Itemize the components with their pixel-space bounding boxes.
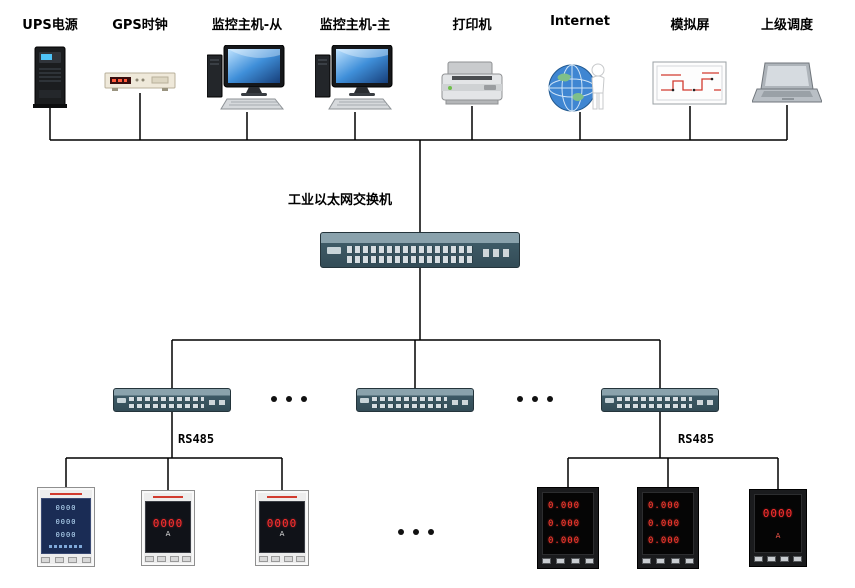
power-meter-led: 0000 A [749,489,807,567]
power-meter-led: 0000 A [141,490,195,566]
device-label-internet: Internet [550,14,610,29]
meter-display-row: 0.000 [648,500,681,511]
meter-brand-strip [41,491,91,497]
meter-buttons [542,558,594,564]
workstation-master-icon [315,45,395,113]
meter-unit: A [165,529,171,538]
meter-unit: A [775,532,781,540]
switch-uplink-ports [697,399,715,405]
meter-display-row: 0000 [55,517,77,526]
device-label-host-slave: 监控主机-从 [211,18,283,33]
meter-display-row: 0.000 [548,518,581,529]
main-switch-label: 工业以太网交换机 [288,193,393,208]
device-label-host-master: 监控主机-主 [319,18,391,33]
meter-screen: 0000 A [145,501,191,553]
meter-screen: 0000 A [259,501,305,553]
meter-value: 0000 [152,516,184,530]
gps-clock-icon [104,70,176,94]
meter-display-row: 0.000 [648,536,681,547]
ethernet-switch-main-icon [320,232,520,268]
meter-buttons [642,558,694,564]
ethernet-switch-middle-icon [356,388,474,412]
device-label-mimic-panel: 模拟屏 [670,18,710,33]
ethernet-switch-right-icon [601,388,719,412]
workstation-slave-icon [207,45,287,113]
device-label-dispatch: 上级调度 [760,18,814,33]
device-label-printer: 打印机 [452,18,492,33]
meter-display-row: 0.000 [548,500,581,511]
meter-screen: 0000 A [754,494,802,553]
power-meter-lcd: 0000 0000 0000 [37,487,95,567]
meter-display-row: 0.000 [648,518,681,529]
ups-icon [30,46,70,110]
meter-screen: 0000 0000 0000 [41,498,91,554]
internet-globe-icon [548,58,612,114]
switch-ports-row [372,397,448,402]
power-meter-3row: 0.000 0.000 0.000 [537,487,599,569]
meter-display-row: 0.000 [548,536,581,547]
power-meter-led: 0000 A [255,490,309,566]
switch-uplink-ports [209,399,227,405]
ellipsis-dots [517,396,553,402]
switch-logo [360,397,369,403]
meter-buttons [41,557,91,563]
switch-logo [605,397,614,403]
meter-buttons [145,556,191,562]
meter-brand-strip [145,494,191,500]
ethernet-switch-left-icon [113,388,231,412]
switch-ports-row [617,397,693,402]
device-label-gps-clock: GPS时钟 [112,18,168,33]
meter-unit: A [279,529,285,538]
meter-display-row: 0000 [55,504,77,513]
laptop-icon [752,62,822,108]
switch-ports-row [129,397,205,402]
switch-ports-row [346,245,476,253]
ellipsis-dots [398,529,434,535]
switch-ports-row [346,256,476,264]
meter-buttons [754,556,802,562]
power-meter-3row: 0.000 0.000 0.000 [637,487,699,569]
ellipsis-dots [271,396,307,402]
switch-logo [326,246,341,255]
switch-logo [117,397,126,403]
switch-ports-row [617,403,693,408]
printer-icon [440,58,504,108]
switch-ports-row [372,403,448,408]
meter-screen: 0.000 0.000 0.000 [642,492,694,555]
meter-value: 0000 [762,507,794,520]
meter-screen: 0.000 0.000 0.000 [542,492,594,555]
meter-brand-strip [259,494,305,500]
switch-uplink-ports [483,249,514,258]
meter-value: 0000 [266,516,298,530]
mimic-panel-icon [652,60,728,108]
switch-uplink-ports [452,399,470,405]
switch-ports-row [129,403,205,408]
meter-buttons [259,556,305,562]
rs485-label-right: RS485 [678,432,715,446]
device-label-ups: UPS电源 [22,18,78,33]
meter-display-row: 0000 [55,531,77,540]
meter-bar-graph [49,544,83,548]
rs485-label-left: RS485 [178,432,215,446]
